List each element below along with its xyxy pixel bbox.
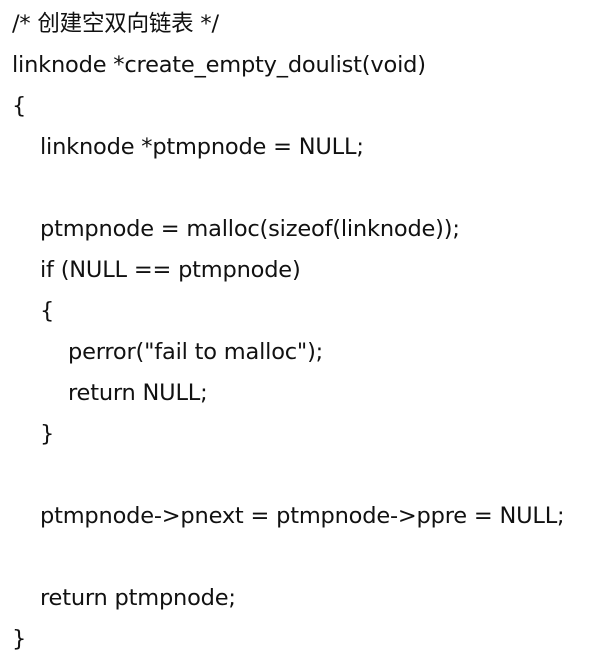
code-comment: /* 创建空双向链表 */ bbox=[12, 11, 219, 37]
return-statement: return ptmpnode; bbox=[40, 585, 236, 611]
function-open-brace: { bbox=[12, 93, 27, 119]
blank-line bbox=[12, 168, 602, 209]
malloc-statement: ptmpnode = malloc(sizeof(linknode)); bbox=[40, 216, 460, 242]
variable-declaration: linknode *ptmpnode = NULL; bbox=[40, 134, 364, 160]
pointer-assignment: ptmpnode->pnext = ptmpnode->ppre = NULL; bbox=[40, 503, 565, 529]
perror-statement: perror("fail to malloc"); bbox=[68, 339, 324, 365]
code-block: /* 创建空双向链表 */ linknode *create_empty_dou… bbox=[12, 4, 602, 660]
blank-line bbox=[12, 537, 602, 578]
if-statement: if (NULL == ptmpnode) bbox=[40, 257, 301, 283]
if-open-brace: { bbox=[40, 298, 55, 324]
return-null-statement: return NULL; bbox=[68, 380, 208, 406]
if-close-brace: } bbox=[40, 421, 55, 447]
function-close-brace: } bbox=[12, 626, 27, 652]
function-signature: linknode *create_empty_doulist(void) bbox=[12, 52, 426, 78]
blank-line bbox=[12, 455, 602, 496]
